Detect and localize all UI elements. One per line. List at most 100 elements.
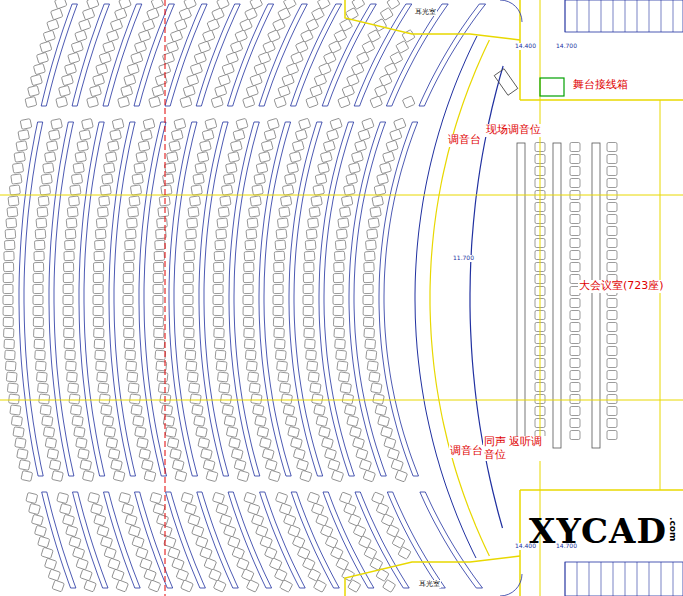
seat <box>82 119 94 130</box>
seat <box>377 173 389 184</box>
seat <box>295 129 307 140</box>
stage-edge <box>430 40 489 556</box>
seat <box>40 405 51 415</box>
seat <box>68 52 80 64</box>
seat <box>396 41 409 54</box>
seat <box>229 437 241 448</box>
seat <box>278 8 291 20</box>
stair-step <box>649 562 650 596</box>
seat <box>35 361 46 371</box>
seat <box>13 427 24 437</box>
seat <box>80 460 92 471</box>
seat <box>134 163 145 174</box>
seat <box>254 174 266 185</box>
seat <box>237 558 250 570</box>
seat <box>280 196 291 207</box>
seat <box>125 350 136 360</box>
seat <box>348 162 360 173</box>
seat <box>344 405 356 416</box>
seat <box>320 525 333 537</box>
seat <box>358 129 370 141</box>
seat <box>214 251 225 261</box>
seat <box>254 63 267 75</box>
seat <box>26 492 38 503</box>
seat <box>379 162 391 173</box>
seat <box>52 471 64 482</box>
seat <box>300 30 313 42</box>
seat <box>111 460 123 471</box>
stair-step <box>589 562 590 596</box>
seat <box>112 118 124 129</box>
seat <box>243 295 253 304</box>
desk-strip <box>228 492 272 588</box>
seat <box>34 339 44 349</box>
seat <box>570 347 580 356</box>
seat <box>607 263 617 272</box>
seat <box>333 273 343 282</box>
seat <box>362 41 375 54</box>
seat <box>279 503 291 515</box>
seat <box>45 152 56 163</box>
desk-strip <box>49 122 74 476</box>
seat <box>5 361 16 371</box>
seat <box>40 41 52 53</box>
seat <box>390 129 402 141</box>
seat <box>200 547 213 559</box>
seat <box>150 492 162 503</box>
seat <box>52 580 64 592</box>
seat <box>154 251 165 261</box>
seat <box>283 405 295 416</box>
wall-line <box>345 0 520 40</box>
seat <box>93 74 105 85</box>
seat <box>276 229 287 239</box>
seat <box>72 416 83 426</box>
seat <box>96 63 108 75</box>
seat <box>304 251 315 261</box>
seat <box>101 405 112 415</box>
seat <box>213 284 223 293</box>
seat <box>54 0 67 9</box>
seat <box>64 339 75 349</box>
seat <box>333 295 343 304</box>
seat <box>119 492 131 503</box>
seat <box>570 155 580 164</box>
seat <box>202 129 214 140</box>
seat <box>232 547 245 559</box>
seat <box>39 394 50 404</box>
seat <box>179 8 192 20</box>
seat <box>183 273 193 282</box>
seat <box>110 130 122 141</box>
seat <box>154 339 165 349</box>
seat <box>333 284 343 293</box>
seat <box>362 118 374 130</box>
seat <box>129 394 140 404</box>
wall-line <box>660 100 661 490</box>
seat <box>67 207 78 217</box>
seat <box>110 19 122 31</box>
seat <box>5 229 16 239</box>
stair-step <box>565 562 566 596</box>
seat <box>366 350 377 360</box>
seat <box>7 383 18 393</box>
seat <box>46 141 57 152</box>
seat <box>295 41 308 53</box>
seat <box>64 251 74 261</box>
seat <box>328 459 340 471</box>
seat <box>203 459 215 470</box>
seat <box>108 558 120 570</box>
seat <box>5 350 16 360</box>
seat <box>142 19 155 31</box>
seat <box>275 350 286 360</box>
seat <box>71 41 83 53</box>
stair-step <box>577 562 578 596</box>
seat <box>308 218 319 228</box>
seat <box>336 558 349 571</box>
seat <box>33 284 43 293</box>
seat <box>255 416 267 427</box>
seat <box>44 558 56 570</box>
seat <box>215 85 227 97</box>
seat <box>205 118 217 129</box>
seat <box>286 63 299 75</box>
seat <box>94 240 105 250</box>
seat <box>570 143 580 152</box>
